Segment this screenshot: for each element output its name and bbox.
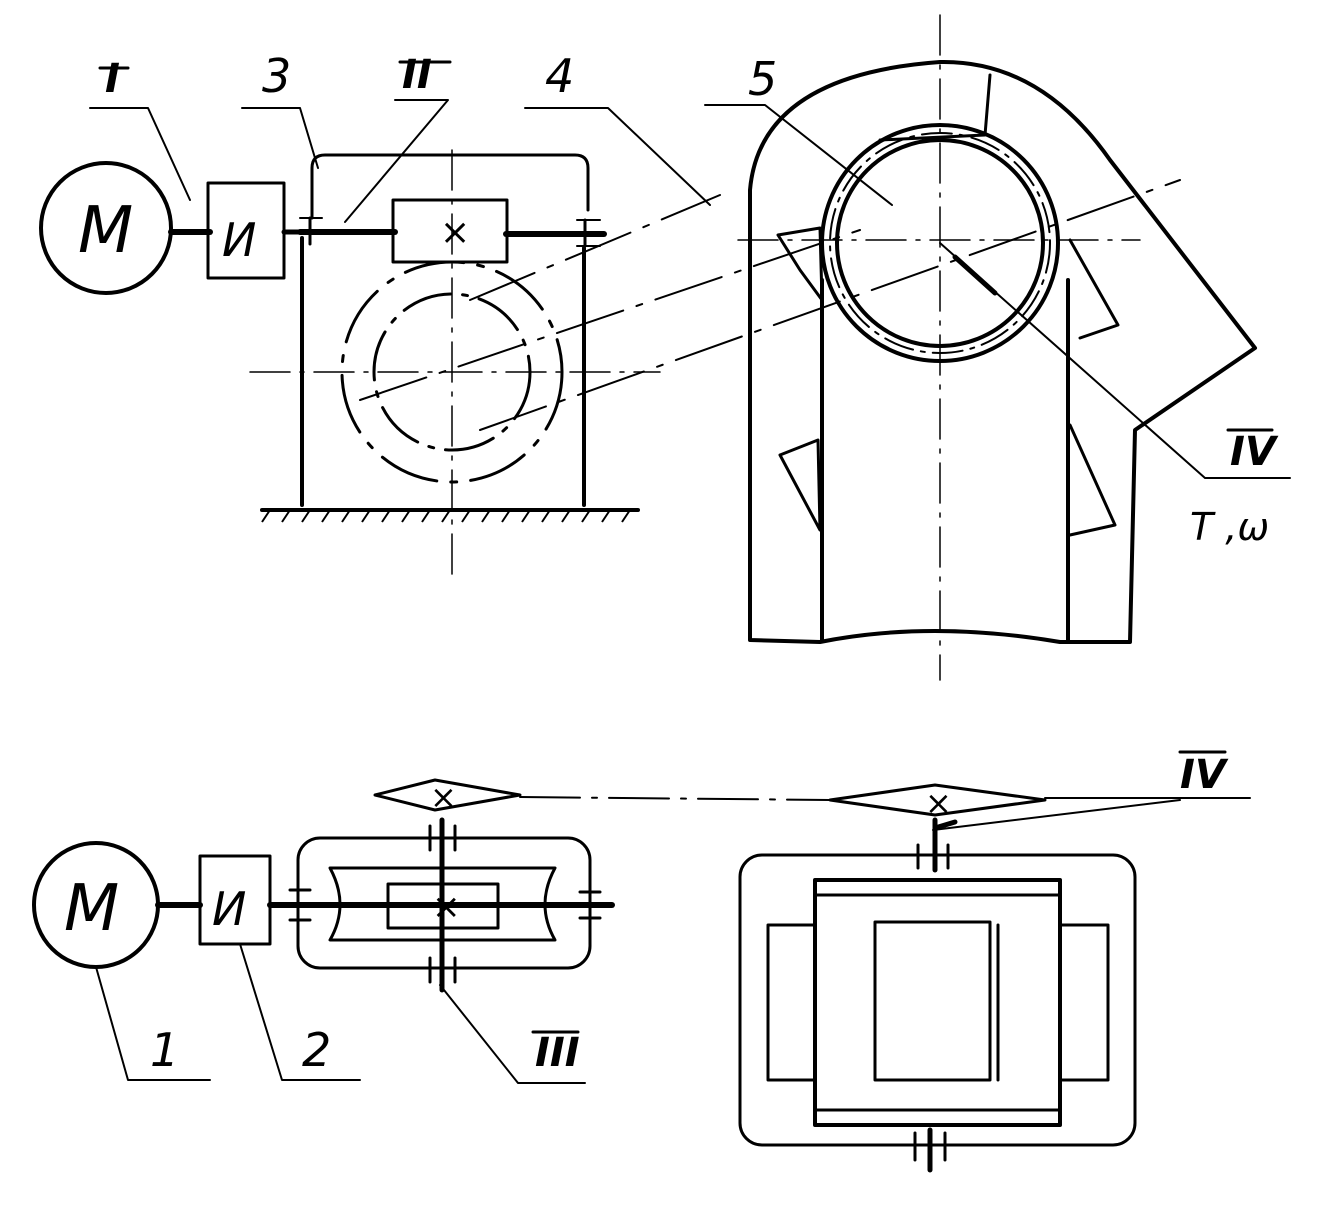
bottom-drive-view: M И × × <box>32 778 615 1084</box>
label-shaft-III: III <box>535 1030 580 1076</box>
label-shaft-I: I <box>105 56 120 102</box>
sprocket-bottom-right <box>828 783 1047 817</box>
label-part-2: 2 <box>302 1023 331 1077</box>
label-part-3: 3 <box>262 49 291 103</box>
coupling-top-label: И <box>222 213 256 267</box>
svg-text:×: × <box>432 887 461 927</box>
motor-bottom-label: M <box>64 872 119 946</box>
label-part-1: 1 <box>150 1023 179 1077</box>
label-shaft-II: II <box>402 52 432 98</box>
svg-text:×: × <box>430 778 457 816</box>
svg-text:×: × <box>925 784 952 822</box>
label-shaft-IV-bottom: IV <box>1180 752 1229 798</box>
elevator-head-view <box>737 14 1291 681</box>
top-drive-view: M И × <box>39 99 1181 581</box>
motor-top <box>39 161 173 295</box>
svg-text:×: × <box>440 212 470 253</box>
coupling-bottom <box>198 854 272 946</box>
label-torque-speed: T ,ω <box>1190 505 1269 549</box>
label-shaft-IV-top: IV <box>1230 429 1279 475</box>
label-part-4: 4 <box>545 49 574 103</box>
pulley-plan-view: × <box>738 783 1251 1173</box>
motor-top-label: M <box>78 194 133 268</box>
label-part-5: 5 <box>748 52 777 106</box>
coupling-bottom-label: И <box>212 882 246 936</box>
sprocket-bottom-left <box>373 778 522 812</box>
